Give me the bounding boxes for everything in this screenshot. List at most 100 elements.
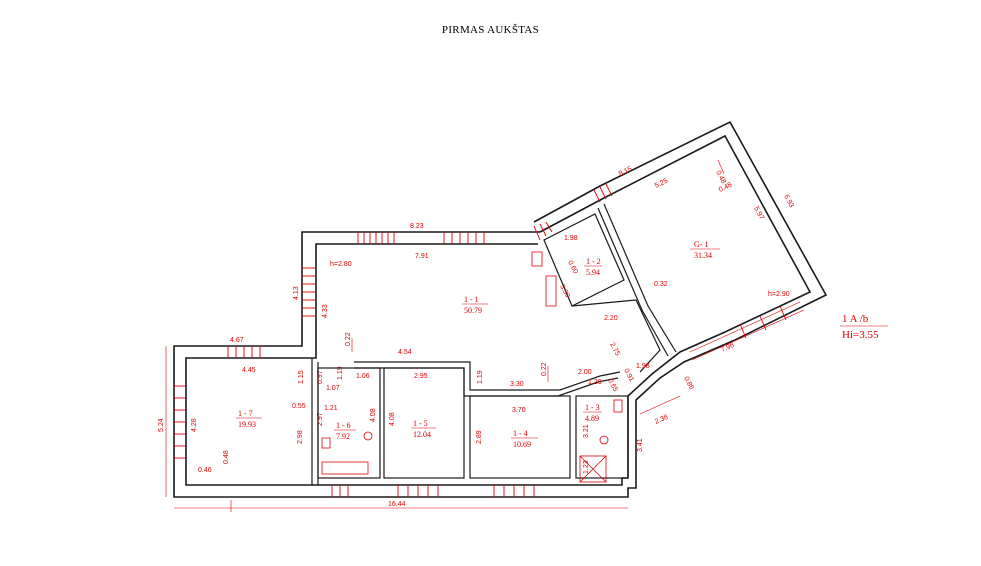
- dim-1-19-b: 1.19: [477, 370, 484, 384]
- wall-g1-west: [597, 207, 669, 357]
- dim-6-93: 6.93: [782, 194, 795, 209]
- room-1-7-area: 19.93: [238, 420, 256, 429]
- height-1-1: h=2.80: [330, 261, 352, 268]
- legend: 1 A /b Hi=3.55: [840, 313, 888, 341]
- dim-2-75: 2.75: [608, 342, 621, 357]
- dim-0-32: 0.32: [654, 281, 668, 288]
- room-1-2-box: [543, 213, 625, 307]
- window-south-1-5: [397, 485, 439, 497]
- shower-1-3: [579, 455, 607, 483]
- dim-4-28: 4.28: [191, 418, 198, 432]
- fixtures: [321, 251, 623, 483]
- dim-4-13: 4.13: [293, 286, 300, 300]
- dim-3-41: 3.41: [637, 438, 644, 452]
- room-1-7-id: 1 - 7: [238, 409, 253, 418]
- dim-5-25: 5.25: [654, 177, 669, 189]
- height-g1: h=2.90: [768, 291, 790, 298]
- dim-5-24: 5.24: [158, 418, 165, 432]
- stove-1-2: [531, 251, 543, 267]
- room-1-5-box: [383, 367, 465, 479]
- dim-0-55: 0.55: [292, 403, 306, 410]
- window-1-2-west: [533, 221, 553, 241]
- dim-0-65: 0.65: [606, 378, 619, 393]
- interior-walls: [311, 203, 677, 485]
- dimension-texts: 8.23 7.91 4.13 4.33 0.22 4.54 1.19 1.06 …: [158, 165, 795, 508]
- wall-south-rooms-top: [354, 361, 621, 391]
- dim-3-30: 3.30: [510, 381, 524, 388]
- room-1-1-area: 50.79: [464, 306, 482, 315]
- room-1-5-id: 1 - 5: [413, 419, 428, 428]
- room-1-5-area: 12.04: [413, 430, 431, 439]
- room-1-2-area: 5.94: [586, 268, 600, 277]
- dim-1-19-a: 1.19: [337, 366, 344, 380]
- wall-diagonal-corridor: [571, 299, 661, 373]
- dim-4-67: 4.67: [230, 337, 244, 344]
- dim-0-22-a: 0.22: [345, 332, 352, 346]
- window-north-2: [443, 232, 485, 244]
- room-1-6-box: [317, 367, 381, 479]
- room-1-3-id: 1 - 3: [585, 403, 600, 412]
- dim-4-54: 4.54: [398, 349, 412, 356]
- room-1-6-id: 1 - 6: [336, 421, 351, 430]
- room-1-3-area: 4.89: [585, 414, 599, 423]
- drawing-title: PIRMAS AUKŠTAS: [441, 24, 540, 36]
- dim-7-91: 7.91: [415, 253, 429, 260]
- dim-3-70: 3.70: [512, 407, 526, 414]
- dim-1-15: 1.15: [298, 370, 305, 384]
- dim-1-23: 1.23: [583, 460, 590, 474]
- dim-1-07: 1.07: [326, 385, 340, 392]
- bathtub: [321, 461, 369, 475]
- window-north-east: [593, 183, 613, 203]
- dim-2-97: 2.97: [317, 412, 324, 426]
- dim-2-98: 2.98: [297, 430, 304, 444]
- dim-7-98: 7.98: [720, 342, 735, 354]
- dim-2-89: 2.89: [476, 430, 483, 444]
- dim-2-38: 2.38: [654, 414, 669, 426]
- dim-1-98-a: 1.98: [564, 235, 578, 242]
- dim-16-44: 16.44: [388, 501, 406, 508]
- dim-4-33: 4.33: [322, 304, 329, 318]
- dim-1-06: 1.06: [356, 373, 370, 380]
- window-north-1: [357, 232, 395, 244]
- dim-0-48-a: 0.48: [223, 450, 230, 464]
- dim-3-21: 3.21: [583, 424, 590, 438]
- room-g1-area: 31.34: [694, 251, 712, 260]
- room-1-4-id: 1 - 4: [513, 429, 528, 438]
- dim-4-45: 4.45: [242, 367, 256, 374]
- dim-line-corridor: [639, 395, 681, 415]
- dim-3-30-b: 3.30: [558, 284, 571, 299]
- room-1-1-id: 1 - 1: [464, 295, 479, 304]
- dim-1-21: 1.21: [324, 405, 338, 412]
- wall-inner-west: [185, 134, 812, 486]
- dim-8-15: 8.15: [618, 165, 633, 177]
- dimension-lines: [165, 159, 725, 512]
- windows: [174, 183, 805, 497]
- dim-8-23: 8.23: [410, 223, 424, 230]
- dim-0-60: 0.60: [566, 260, 579, 275]
- exterior-walls: [173, 120, 828, 498]
- dim-0-48-b: 0.48: [714, 170, 727, 185]
- room-g1-id: G- 1: [694, 240, 708, 249]
- window-1-7-west: [174, 385, 186, 459]
- legend-line-2: Hi=3.55: [842, 329, 879, 341]
- room-1-2-id: 1 - 2: [586, 257, 601, 266]
- dim-5-97: 5.97: [752, 206, 765, 221]
- dim-2-95: 2.95: [414, 373, 428, 380]
- wall-g1-west-b: [603, 203, 677, 353]
- sink-1-6: [321, 437, 331, 449]
- room-1-4-area: 10.69: [513, 440, 531, 449]
- dim-2-20: 2.20: [604, 315, 618, 322]
- dim-0-91: 0.91: [622, 368, 635, 383]
- sink-1-3: [613, 399, 623, 413]
- dim-2-00: 2.00: [578, 369, 592, 376]
- wall-outer-west: [173, 120, 828, 498]
- dim-4-08-a: 4.08: [370, 408, 377, 422]
- dim-1-98-b: 1.98: [636, 363, 650, 370]
- dim-0-22-b: 0.22: [541, 362, 548, 376]
- room-1-4-box: [469, 395, 571, 479]
- dim-1-29: 1.29: [588, 379, 602, 386]
- counter-1-2: [545, 275, 557, 307]
- dim-0-46: 0.46: [198, 467, 212, 474]
- legend-line-1: 1 A /b: [842, 313, 869, 325]
